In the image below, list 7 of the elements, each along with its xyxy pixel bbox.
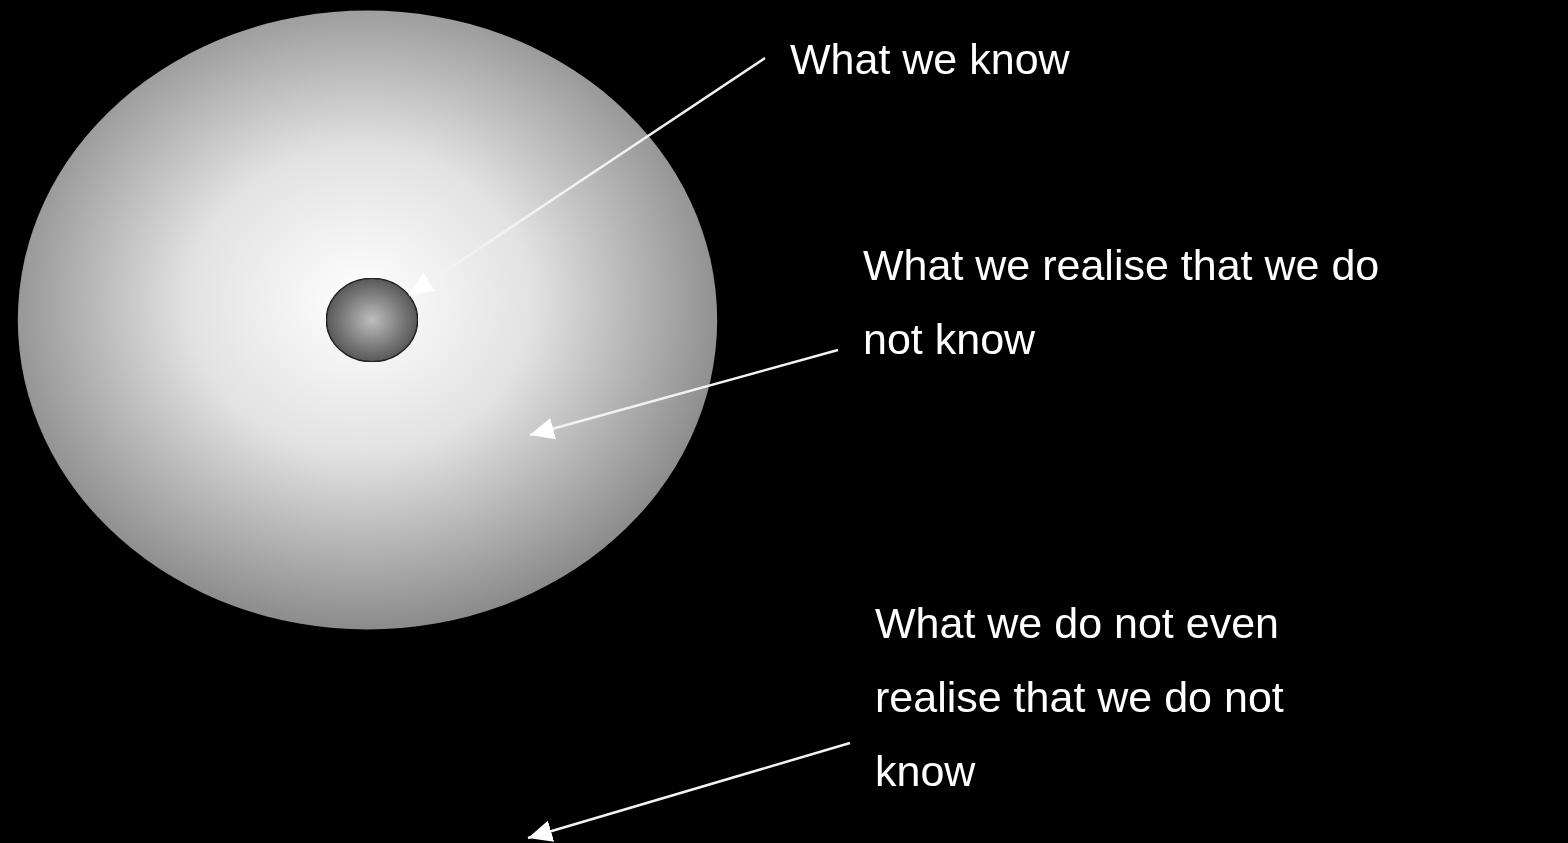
arrow [527,741,851,842]
arrow [408,56,766,297]
caption-text: What we do not even realise that we do not know [875,586,1355,808]
caption-text: What we know [790,22,1210,96]
caption-text: What we realise that we do not know [863,228,1423,376]
arrow [529,348,839,440]
outer-ellipse [15,8,720,632]
